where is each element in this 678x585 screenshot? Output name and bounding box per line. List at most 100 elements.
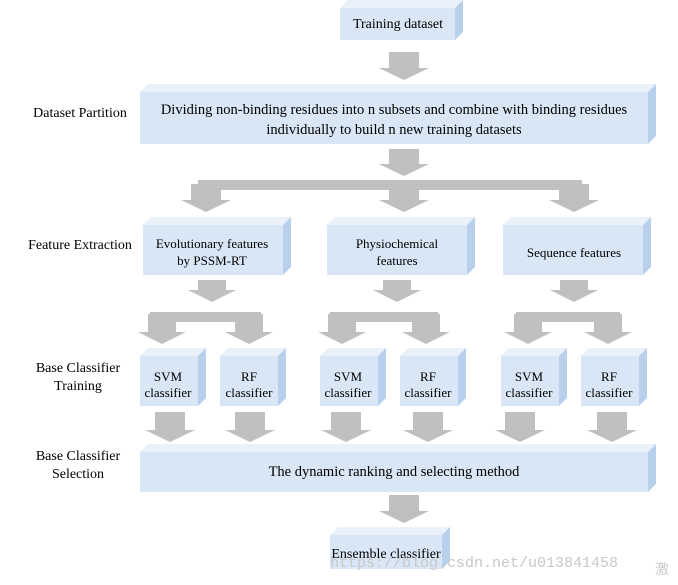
svm-box-3-top <box>501 348 567 356</box>
ensemble-box <box>330 527 450 569</box>
arrow-svm-1 <box>138 314 186 344</box>
ensemble-text: Ensemble classifier <box>331 547 441 562</box>
stage-label-feature: Feature Extraction <box>28 238 132 253</box>
stage-label-partition: Dataset Partition <box>33 106 127 121</box>
rf-text-3-a: RF <box>601 369 617 384</box>
arrow-to-ranking-1 <box>145 412 195 442</box>
arrow-to-ranking-3 <box>321 412 371 442</box>
arrow-rf-3 <box>584 314 632 344</box>
svm-text-2-b: classifier <box>325 385 373 400</box>
arrow-dataset-to-partition <box>379 52 429 80</box>
stage-label-training-1: Base Classifier <box>36 361 121 376</box>
rf-text-3-b: classifier <box>586 385 634 400</box>
svm-text-1-a: SVM <box>154 369 183 384</box>
partition-text-2: individually to build n new training dat… <box>266 122 522 138</box>
rf-text-1-a: RF <box>241 369 257 384</box>
partition-box-top <box>140 84 656 92</box>
arrow-svm-3 <box>504 314 552 344</box>
arrow-partition-to-split <box>379 149 429 176</box>
partition-box-side <box>648 84 656 144</box>
sequence-box-front <box>503 225 643 275</box>
arrow-svm-2 <box>318 314 366 344</box>
svm-box-1-top <box>140 348 206 356</box>
svm-text-3-b: classifier <box>506 385 554 400</box>
svm-box-2 <box>320 348 386 406</box>
ranking-box-side <box>648 444 656 492</box>
training-dataset-box-side <box>455 0 463 40</box>
arrow-feature-2 <box>373 280 421 302</box>
stage-label-selection-1: Base Classifier <box>36 449 121 464</box>
arrow-to-ranking-4 <box>403 412 453 442</box>
arrow-to-ranking-2 <box>225 412 275 442</box>
rf-box-2 <box>400 348 466 406</box>
evolutionary-box-top <box>143 217 291 225</box>
arrows-layer <box>138 52 637 523</box>
rf-text-2-a: RF <box>420 369 436 384</box>
sequence-box-side <box>643 217 651 275</box>
ranking-box <box>140 444 656 492</box>
rf-box-3-top <box>581 348 647 356</box>
stage-label-training-2: Training <box>54 379 102 394</box>
watermark: https://blog.csdn.net/u013841458 <box>330 555 619 572</box>
split-bar-3 <box>516 312 620 322</box>
ensemble-box-top <box>330 527 450 535</box>
evolutionary-text-2: by PSSM-RT <box>177 253 247 268</box>
training-dataset-box-front <box>340 8 455 40</box>
physiochemical-box-side <box>467 217 475 275</box>
ranking-box-front <box>140 452 648 492</box>
evolutionary-box <box>143 217 291 275</box>
ranking-text: The dynamic ranking and selecting method <box>269 464 521 480</box>
evolutionary-box-front <box>143 225 283 275</box>
arrow-to-sequence <box>549 184 599 212</box>
evolutionary-text-1: Evolutionary features <box>156 236 268 251</box>
training-dataset-box <box>340 0 463 40</box>
arrow-rf-2 <box>402 314 450 344</box>
sequence-text: Sequence features <box>527 245 621 260</box>
training-dataset-box-top <box>340 0 463 8</box>
arrow-to-ranking-6 <box>587 412 637 442</box>
svm-box-1 <box>140 348 206 406</box>
arrow-ranking-to-ensemble <box>379 495 429 523</box>
arrow-to-physiochemical <box>379 184 429 212</box>
rf-box-1-front <box>220 356 278 406</box>
evolutionary-box-side <box>283 217 291 275</box>
rf-text-2-b: classifier <box>405 385 453 400</box>
svm-text-1-b: classifier <box>145 385 193 400</box>
arrow-rf-1 <box>225 314 273 344</box>
arrow-feature-3 <box>550 280 598 302</box>
svm-box-1-front <box>140 356 198 406</box>
split-bar-1 <box>150 312 261 322</box>
svm-text-3-a: SVM <box>515 369 544 384</box>
svm-box-3-front <box>501 356 559 406</box>
partition-box-front <box>140 92 648 144</box>
rf-box-3-side <box>639 348 647 406</box>
rf-text-1-b: classifier <box>226 385 274 400</box>
watermark-char: 激 <box>655 562 669 578</box>
svm-box-2-side <box>378 348 386 406</box>
svm-box-3 <box>501 348 567 406</box>
physiochemical-text-1: Physiochemical <box>356 236 439 251</box>
svm-box-2-front <box>320 356 378 406</box>
rf-box-3 <box>581 348 647 406</box>
rf-box-2-front <box>400 356 458 406</box>
svm-box-2-top <box>320 348 386 356</box>
arrow-feature-1 <box>188 280 236 302</box>
sequence-box <box>503 217 651 275</box>
training-dataset-text: Training dataset <box>353 17 443 32</box>
partition-box <box>140 84 656 144</box>
rf-box-2-side <box>458 348 466 406</box>
physiochemical-box-front <box>327 225 467 275</box>
svm-text-2-a: SVM <box>334 369 363 384</box>
sequence-box-top <box>503 217 651 225</box>
svm-box-1-side <box>198 348 206 406</box>
ensemble-box-front <box>330 535 442 569</box>
rf-box-1-top <box>220 348 286 356</box>
svm-box-3-side <box>559 348 567 406</box>
rf-box-1 <box>220 348 286 406</box>
rf-box-2-top <box>400 348 466 356</box>
rf-box-3-front <box>581 356 639 406</box>
physiochemical-text-2: features <box>376 253 417 268</box>
arrow-to-evolutionary <box>181 184 231 212</box>
ranking-box-top <box>140 444 656 452</box>
